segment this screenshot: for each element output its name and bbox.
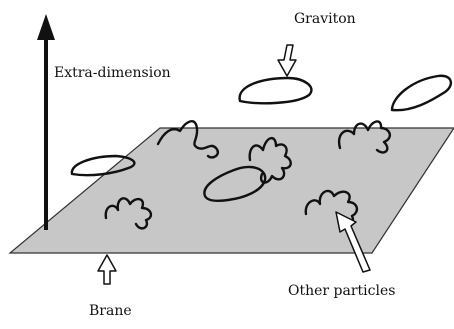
- particle-string-1: [156, 120, 220, 159]
- graviton-loop-left: [70, 154, 136, 177]
- brane-pointer-icon: [97, 254, 117, 285]
- particle-strings: [104, 120, 392, 230]
- brane-label: Brane: [89, 303, 132, 319]
- particle-string-3: [337, 120, 392, 154]
- particle-string-5: [304, 189, 359, 227]
- graviton-label: Graviton: [294, 11, 356, 27]
- graviton-pointer-icon: [277, 44, 297, 77]
- particle-string-2: [248, 137, 292, 184]
- graviton-loop-top: [238, 76, 313, 105]
- graviton-loop-right: [390, 74, 453, 112]
- extra-dimension-arrow-icon: [37, 14, 55, 230]
- graviton-loops: [70, 74, 453, 202]
- particle-string-4: [104, 197, 153, 230]
- extra-dimension-label: Extra-dimension: [54, 65, 171, 81]
- other-particles-pointer-icon: [335, 211, 371, 273]
- other-particles-label: Other particles: [288, 283, 395, 299]
- graviton-loop-center: [203, 165, 267, 202]
